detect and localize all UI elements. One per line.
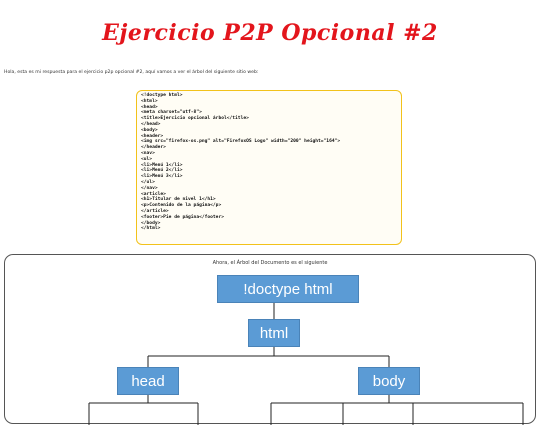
code-line: <meta charset="utf-8"> — [141, 110, 202, 116]
intro-text: Hola, esta es mi respuesta para el ejerc… — [4, 70, 259, 75]
code-line: <p>Contenido de la página</p> — [141, 203, 222, 209]
page-title: Ejercicio P2P Opcional #2 — [102, 20, 438, 46]
code-block: <!doctype html> <html> <head> <meta char… — [136, 90, 402, 245]
code-line: <title>Ejercicio opcional árbol</title> — [141, 116, 249, 122]
code-line: </head> — [141, 121, 161, 127]
code-line: </body> — [141, 220, 161, 226]
code-line: </html> — [141, 226, 161, 232]
code-line: <nav> — [141, 150, 155, 156]
tree-caption: Ahora, el Árbol del Documento es el sigu… — [212, 260, 328, 266]
code-line: <h1>Titular de nivel 1</h1> — [141, 197, 216, 203]
code-line: <!doctype html> — [141, 93, 183, 98]
code-line: <li>Menú 3</li> — [141, 174, 183, 180]
code-line: <li>Menú 1</li> — [141, 162, 183, 168]
code-line: <body> — [141, 127, 158, 133]
tree-node-body: body — [358, 367, 420, 395]
code-line: <head> — [141, 104, 158, 110]
tree-node-doctype: !doctype html — [217, 275, 359, 303]
code-line: <img src="firefox-os.png" alt="FirefoxOS… — [141, 139, 341, 145]
code-line: <article> — [141, 191, 166, 197]
code-line: </nav> — [141, 185, 158, 191]
code-line: </article> — [141, 208, 169, 214]
document-tree-panel: Ahora, el Árbol del Documento es el sigu… — [4, 254, 536, 425]
code-line: <html> — [141, 98, 158, 104]
tree-node-html: html — [248, 319, 300, 347]
code-line: <ul> — [141, 156, 153, 162]
code-line: <li>Menú 2</li> — [141, 168, 183, 174]
code-line: <footer>Pie de página</footer> — [141, 214, 224, 220]
code-line: </ul> — [141, 179, 155, 185]
tree-node-head: head — [117, 367, 179, 395]
code-line: </header> — [141, 145, 166, 151]
code-line: <header> — [141, 133, 164, 139]
